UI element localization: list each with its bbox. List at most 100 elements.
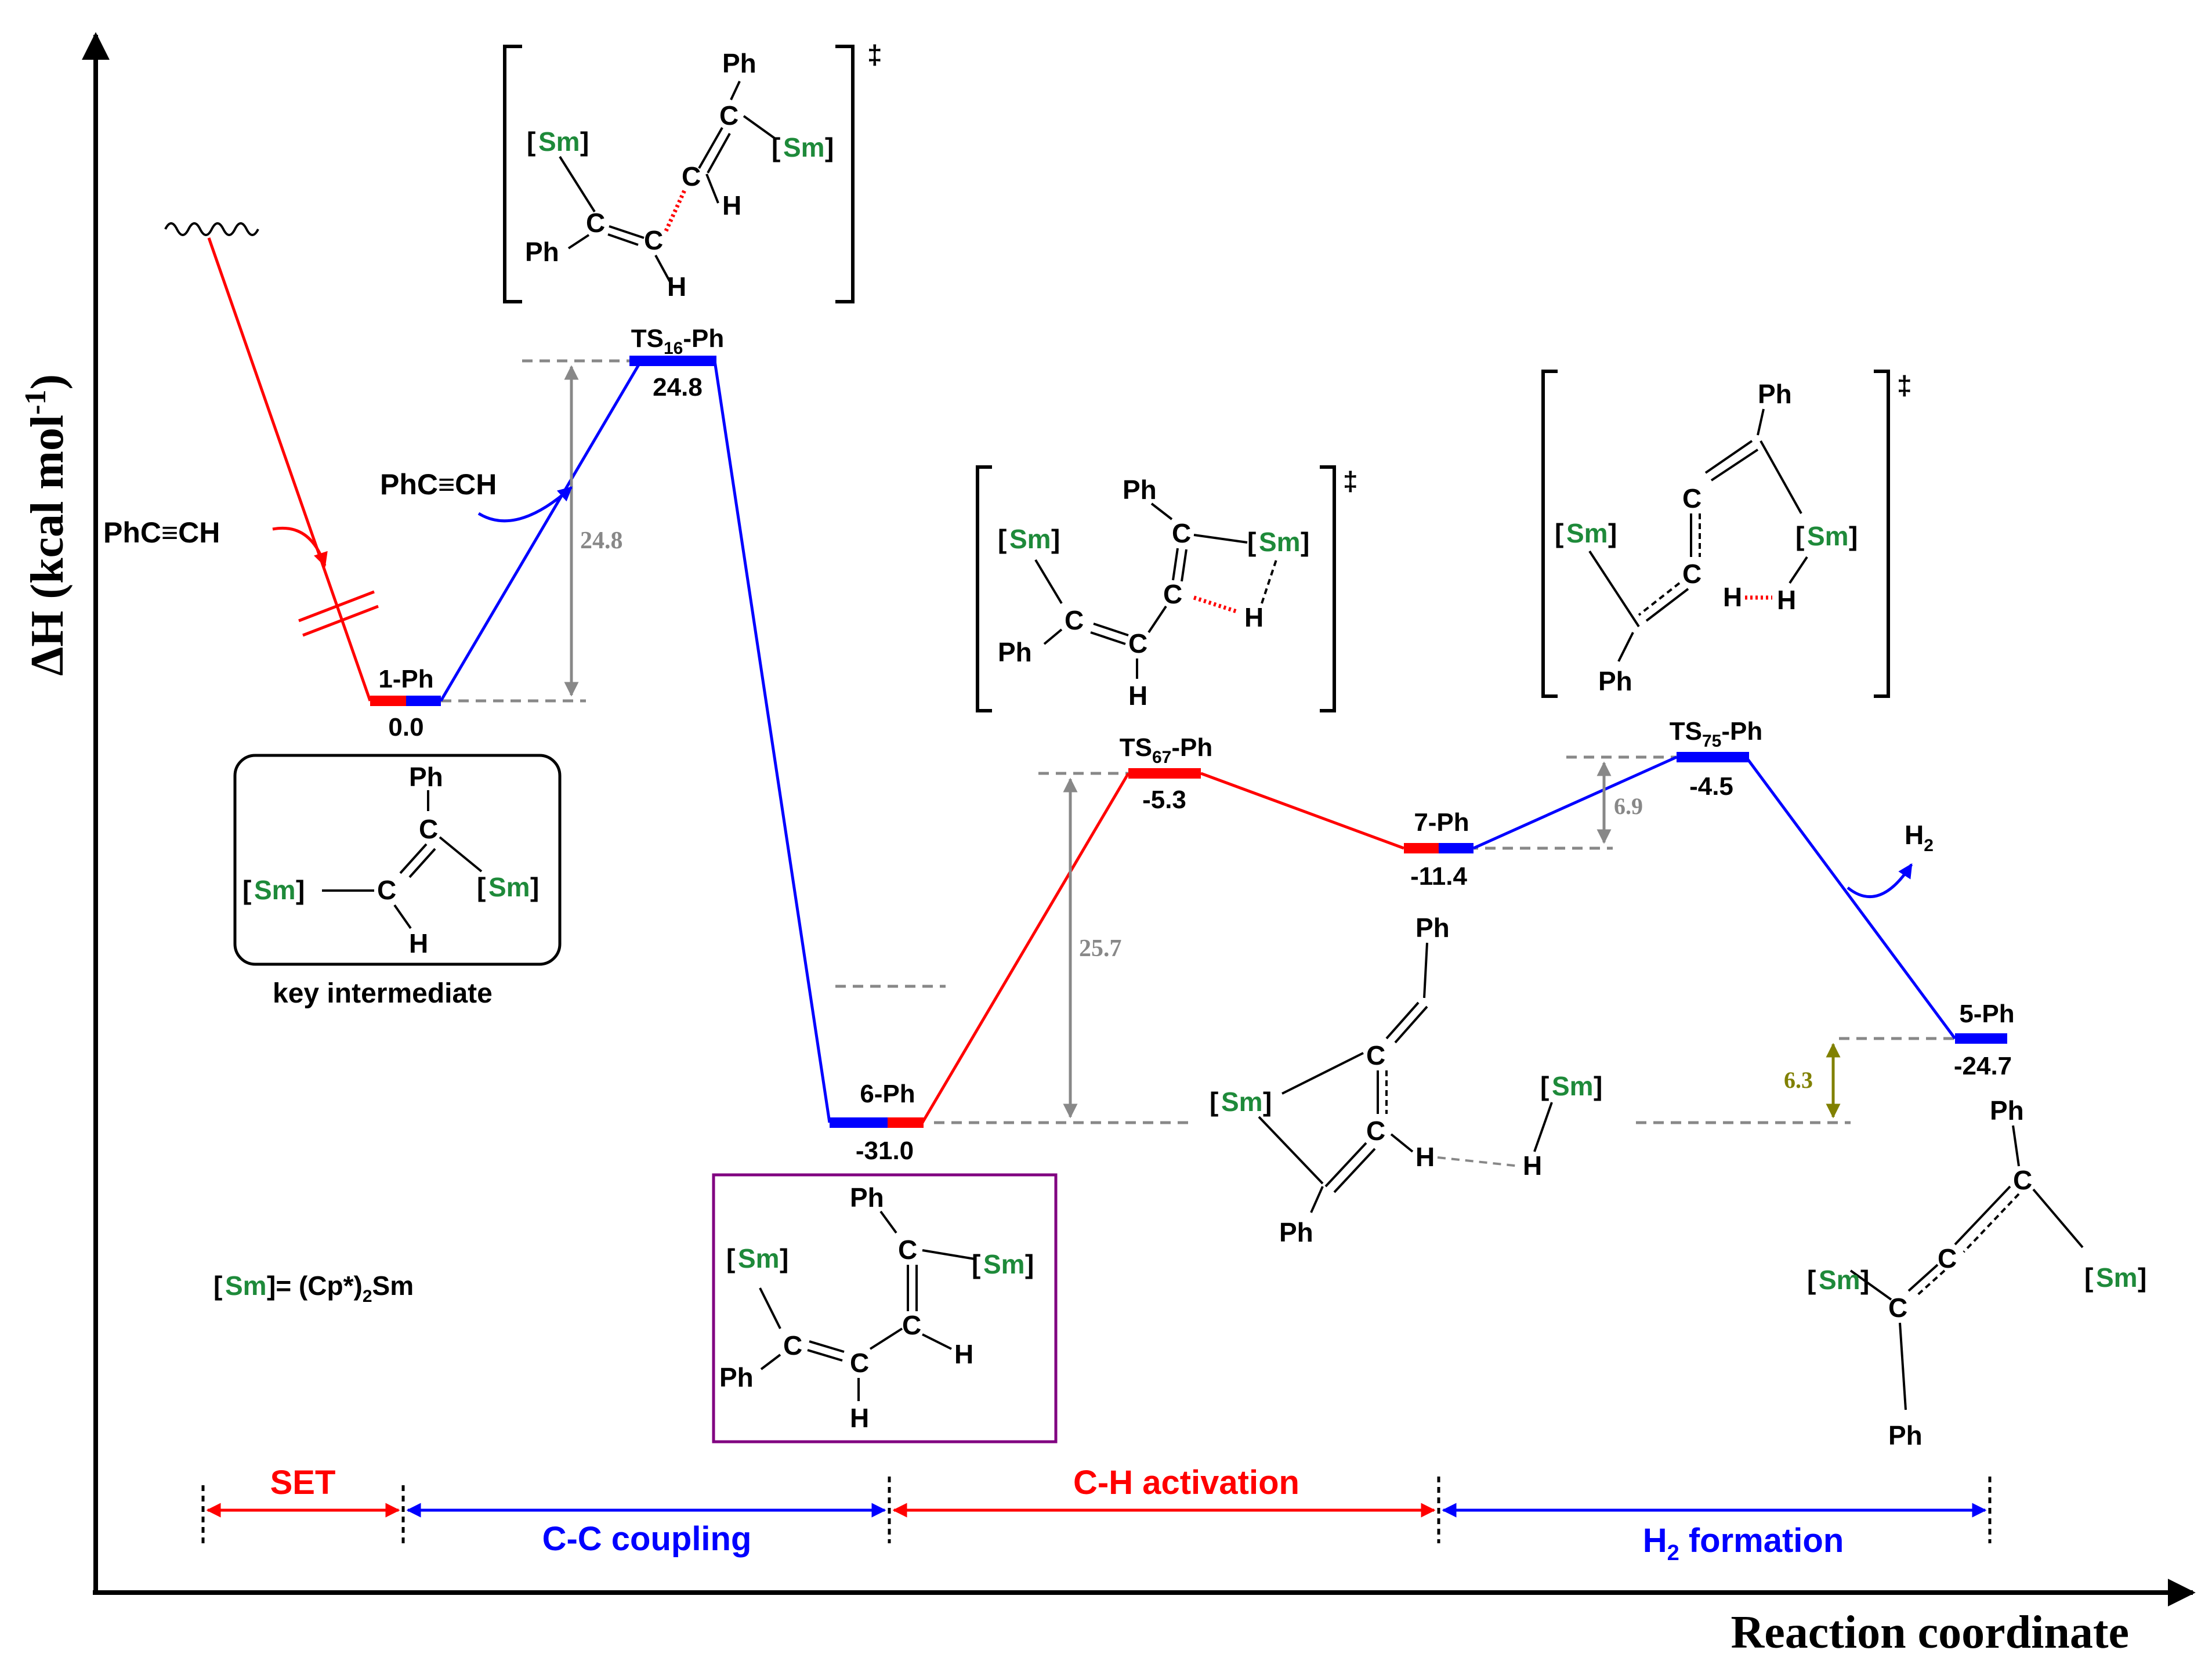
svg-text:H: H	[1415, 1142, 1435, 1172]
sm-legend: [Sm ]= (Cp*)2Sm	[213, 1271, 414, 1306]
svg-text:Sm: Sm	[1807, 521, 1849, 551]
svg-text:[: [	[972, 1249, 980, 1279]
svg-text:C: C	[783, 1330, 802, 1361]
svg-text:C: C	[1682, 559, 1701, 589]
svg-text:H: H	[850, 1403, 869, 1433]
svg-text:[: [	[213, 1271, 222, 1301]
svg-text:]: ]	[296, 875, 305, 905]
svg-text:]: ]	[1025, 1249, 1034, 1279]
stage-markers	[201, 1477, 1992, 1543]
structure-7-ph: Ph C [Sm] C H H [Sm] Ph	[1210, 913, 1602, 1247]
connector-set-red	[207, 237, 372, 701]
svg-text:]: ]	[580, 126, 589, 157]
svg-text:Sm: Sm	[488, 872, 530, 902]
svg-text:]: ]	[530, 872, 539, 902]
y-axis-label: ΔH (kcal mol-1)	[19, 374, 73, 676]
svg-text:H: H	[1128, 681, 1147, 711]
svg-text:key intermediate: key intermediate	[273, 978, 493, 1009]
svg-text:]: ]	[1594, 1071, 1602, 1101]
svg-text:[: [	[2084, 1262, 2093, 1293]
stage-label-h2: H2 formation	[1643, 1522, 1844, 1565]
label-6-ph-energy: -31.0	[856, 1137, 914, 1165]
svg-text:H: H	[1723, 582, 1742, 612]
svg-text:Ph: Ph	[1888, 1420, 1923, 1450]
x-axis-label: Reaction coordinate	[1730, 1607, 2129, 1658]
stage-label-ch: C-H activation	[1073, 1464, 1299, 1501]
svg-text:C: C	[1065, 605, 1084, 635]
svg-text:Ph: Ph	[525, 237, 559, 267]
svg-text:]: ]	[1263, 1087, 1272, 1117]
structure-key-intermediate: Ph C [Sm] C [Sm] H key intermediate	[233, 754, 562, 1009]
reference-lines	[441, 359, 1955, 1124]
connector-6-ts67	[921, 772, 1130, 1124]
svg-text:C: C	[719, 100, 738, 131]
svg-text:Sm: Sm	[254, 875, 296, 905]
svg-text:Ph: Ph	[1990, 1095, 2024, 1126]
svg-text:H: H	[409, 928, 428, 958]
svg-text:Ph: Ph	[1598, 666, 1632, 696]
svg-text:C: C	[902, 1310, 921, 1340]
svg-text:Ph: Ph	[1758, 379, 1792, 409]
label-ts67-name: TS67-Ph	[1120, 733, 1213, 767]
reagent-phcch-mid: PhC≡CH	[380, 468, 497, 501]
svg-text:[: [	[242, 875, 251, 905]
svg-text:C: C	[1366, 1116, 1385, 1146]
svg-text:H: H	[1244, 602, 1264, 632]
svg-text:C: C	[586, 208, 605, 238]
svg-text:Sm: Sm	[1009, 524, 1051, 554]
svg-text:]: ]	[1608, 518, 1617, 548]
svg-text:Sm: Sm	[1259, 527, 1301, 557]
svg-text:C: C	[1366, 1040, 1385, 1070]
svg-text:H: H	[954, 1339, 973, 1369]
svg-text:Sm: Sm	[1221, 1087, 1263, 1117]
svg-text:C: C	[682, 161, 701, 191]
svg-text:]: ]	[1051, 524, 1060, 554]
svg-text:[: [	[1247, 527, 1256, 557]
svg-text:Ph: Ph	[722, 48, 756, 78]
svg-text:[: [	[1555, 518, 1563, 548]
wavy-start	[164, 222, 259, 236]
svg-text:[: [	[1807, 1265, 1816, 1295]
svg-text:C: C	[644, 225, 663, 255]
svg-text:Ph: Ph	[1123, 475, 1157, 505]
label-ts75-energy: -4.5	[1689, 772, 1733, 801]
svg-text:H: H	[667, 272, 686, 302]
svg-text:Ph: Ph	[1279, 1217, 1313, 1247]
label-5-ph-energy: -24.7	[1954, 1052, 2012, 1080]
svg-text:Sm: Sm	[783, 132, 825, 162]
svg-text:Ph: Ph	[409, 762, 443, 792]
svg-text:Sm: Sm	[1552, 1071, 1594, 1101]
svg-text:C: C	[1128, 628, 1147, 658]
reagent-arrow-left	[272, 526, 328, 567]
svg-text:]: ]	[1849, 521, 1858, 551]
connector-ts75-5	[1744, 756, 1957, 1040]
svg-text:C: C	[1938, 1243, 1957, 1273]
svg-text:[: [	[726, 1243, 735, 1273]
svg-text:Sm: Sm	[225, 1271, 267, 1301]
label-ts16-name: TS16-Ph	[631, 324, 725, 358]
svg-text:C: C	[898, 1235, 917, 1265]
svg-text:[: [	[527, 126, 535, 157]
label-1-ph-energy: 0.0	[388, 713, 423, 741]
label-6-ph-name: 6-Ph	[860, 1080, 915, 1108]
product-h2: H2	[1905, 820, 1934, 855]
structure-6-ph: Ph C [Sm] C H C C [Sm] Ph H	[712, 1173, 1058, 1443]
barrier-value-2: 25.7	[1079, 935, 1122, 962]
svg-text:C: C	[377, 875, 396, 905]
svg-text:]: ]	[825, 132, 834, 162]
svg-text:]: ]	[780, 1243, 788, 1273]
label-7-ph-energy: -11.4	[1410, 862, 1467, 891]
svg-text:Ph: Ph	[719, 1362, 754, 1392]
svg-text:C: C	[850, 1348, 869, 1378]
svg-text:[: [	[1210, 1087, 1218, 1117]
structure-ts16: ‡ [Sm] C C H Ph C H C Ph [Sm]	[503, 39, 882, 303]
svg-text:]: ]	[1301, 527, 1309, 557]
svg-text:Ph: Ph	[998, 637, 1032, 667]
reagent-arrow-mid	[477, 486, 573, 523]
svg-text:Sm: Sm	[983, 1249, 1025, 1279]
label-7-ph-name: 7-Ph	[1414, 808, 1469, 837]
svg-text:]: ]	[1860, 1265, 1869, 1295]
svg-text:Ph: Ph	[850, 1182, 884, 1213]
